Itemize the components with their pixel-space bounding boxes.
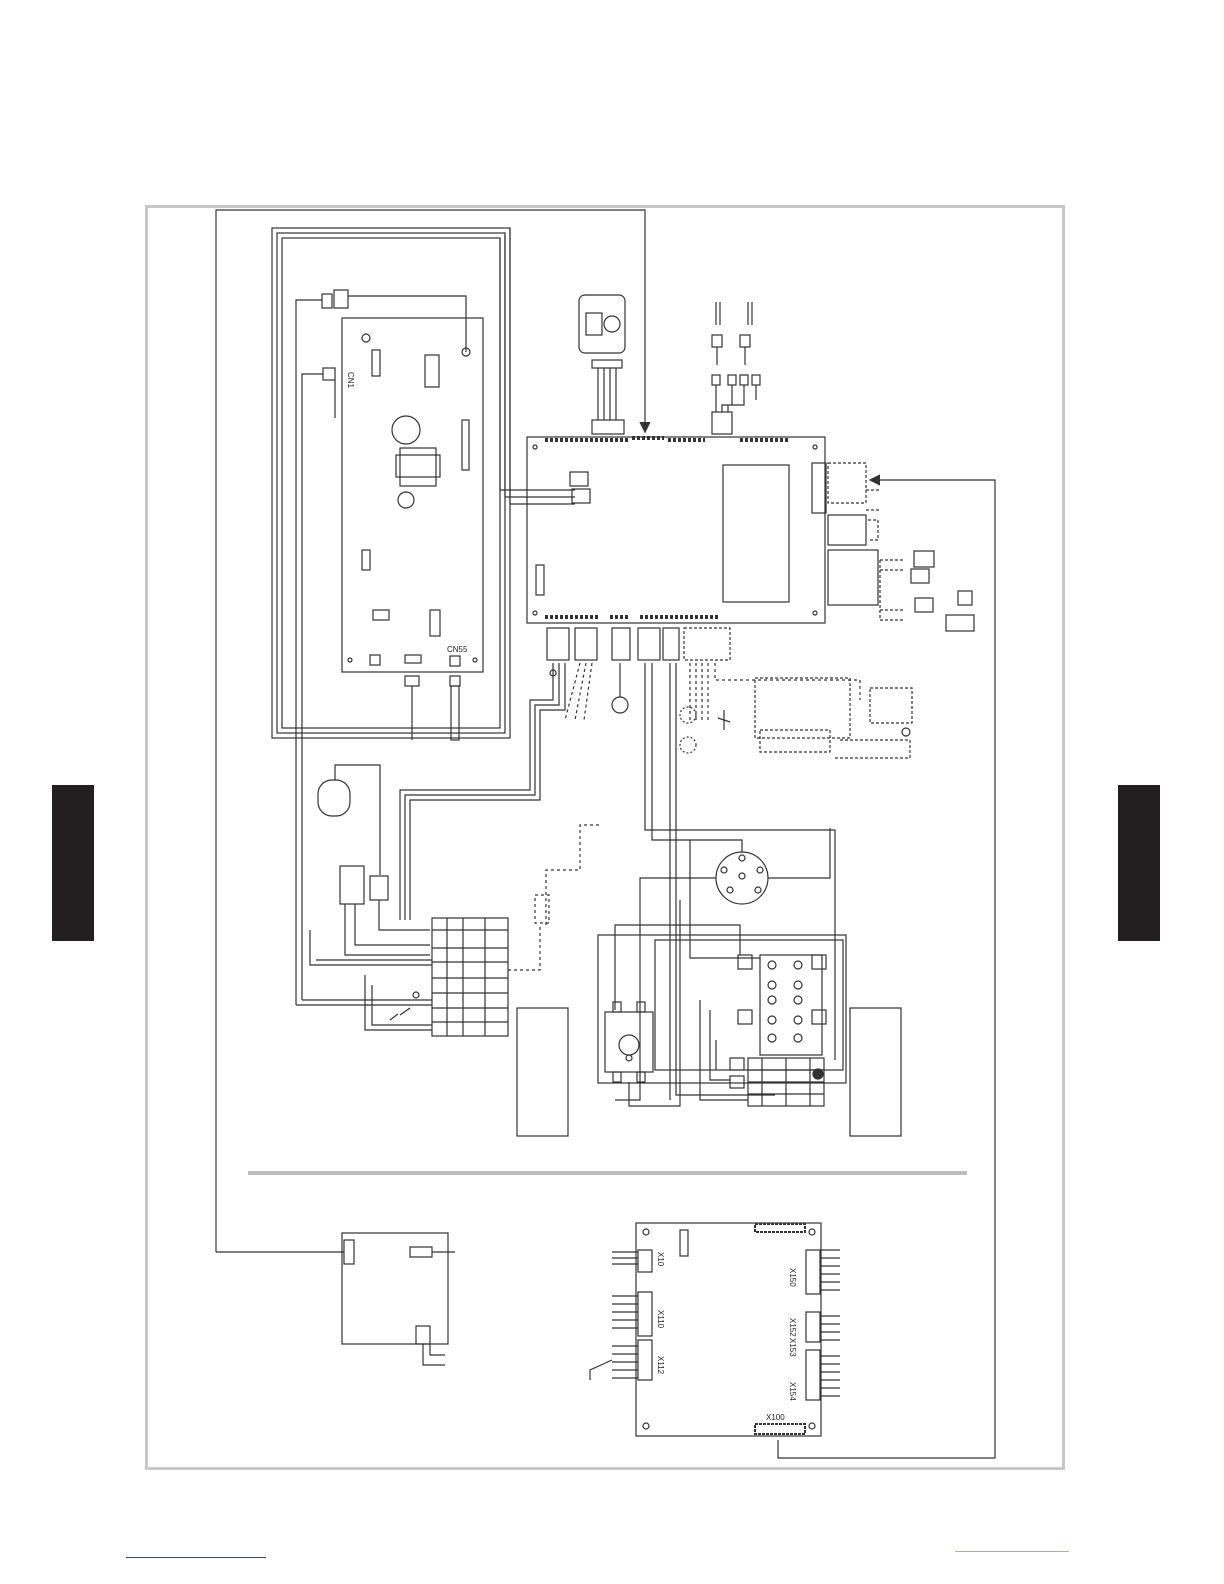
heater-box-left (517, 1008, 568, 1136)
label-cn55: CN55 (447, 645, 468, 654)
footer-line-left (126, 1557, 266, 1558)
display-window (723, 465, 789, 602)
label-x112: X112 (656, 1356, 665, 1375)
gas-valve (605, 1012, 653, 1072)
label-x10: X10 (656, 1252, 665, 1267)
top-feed-wire (216, 210, 645, 1252)
terminal-strip (432, 918, 508, 1036)
heater-box-right (850, 1008, 901, 1136)
capacitor (318, 780, 350, 816)
label-x154: X154 (788, 1382, 797, 1401)
label-x100: X100 (766, 1413, 785, 1422)
mount-hole (362, 334, 370, 342)
label-x153: X153 (788, 1338, 797, 1357)
label-x152: X152 (788, 1318, 797, 1337)
label-cn1: CN1 (346, 372, 355, 389)
label-x150: X150 (788, 1268, 797, 1287)
fan-connector (716, 852, 768, 904)
transformer-coil (392, 416, 420, 444)
footer-line-right (955, 1551, 1069, 1552)
label-x110: X110 (656, 1310, 665, 1329)
contactor-bank (760, 955, 822, 1055)
